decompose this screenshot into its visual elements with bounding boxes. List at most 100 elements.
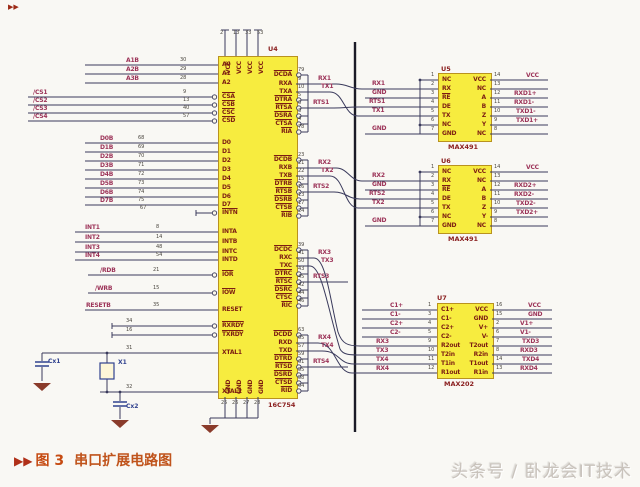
u4-left-nets-rdb: /RDB xyxy=(100,267,116,274)
parts-max491: MAX491 xyxy=(448,143,479,151)
u7-left-nets-c1: C1- xyxy=(390,311,401,318)
u4-left-nets-cs1: /CS1 xyxy=(33,89,48,96)
u4-left-nets-d5b: D5B xyxy=(100,180,114,187)
u4-pins-left-d0: D0 xyxy=(222,139,231,146)
parts-max202: MAX202 xyxy=(444,380,475,388)
u7-pins-right-gnd: GND xyxy=(473,315,489,322)
u4-right-nums-44: 44 xyxy=(298,290,305,296)
u4-power-gnd: GND xyxy=(247,379,254,394)
u6-right-nums-8: 8 xyxy=(494,218,498,224)
u4-pins-right-txd: TXD xyxy=(278,347,292,354)
u4-right-nums-10: 10 xyxy=(298,84,305,90)
u4-power-vcc: VCC xyxy=(225,61,232,74)
u5-left-nums-5: 5 xyxy=(431,108,435,114)
u4-right-sig-tx1: TX1 xyxy=(321,83,334,90)
u4-pins-left-d2: D2 xyxy=(222,157,231,164)
u4-pins-left-d6: D6 xyxy=(222,193,231,200)
u5-pins-left-nc: NC xyxy=(442,76,452,83)
u5-left-nums-1: 1 xyxy=(431,72,435,78)
u4-pins-right-dsrb: DSRB xyxy=(274,196,292,203)
u4-left-nums-40: 40 xyxy=(183,105,190,111)
ic-body-u5 xyxy=(438,73,492,142)
u7-right-nums-15: 15 xyxy=(496,311,503,317)
u4-right-nums-24: 24 xyxy=(298,208,305,214)
u4-left-nets-d6b: D6B xyxy=(100,189,114,196)
u7-pins-left-c2: C2- xyxy=(441,333,452,340)
u4-left-nums-15: 15 xyxy=(153,285,160,291)
u4-right-nums-3: 3 xyxy=(298,108,302,114)
u4-pins-right-rtsd: RTSD xyxy=(275,363,292,370)
u4-pins-right-dtra: DTRA xyxy=(274,96,292,103)
u4-left-nums-30: 30 xyxy=(180,57,187,63)
u4-left-nets-d3b: D3B xyxy=(100,162,114,169)
u4-left-nets-int2: INT2 xyxy=(85,234,100,241)
u4-right-sig-rts4: RTS4 xyxy=(313,358,330,365)
u5-left-nets-rx1: RX1 xyxy=(372,80,385,87)
u5-right-nums-9: 9 xyxy=(494,117,498,123)
u4-pins-right-rtsc: RTSC xyxy=(275,278,293,285)
u4-pins-left-reset: RESET xyxy=(222,306,243,313)
u6-pins-right-a: A xyxy=(481,186,487,193)
u7-left-nets-c2: C2- xyxy=(390,329,401,336)
u4-power-vcc: VCC xyxy=(247,61,254,74)
u4-right-nums-16: 16 xyxy=(298,184,305,190)
u5-pins-right-vcc: VCC xyxy=(473,76,486,83)
u4-pins-left-d7: D7 xyxy=(222,201,231,208)
u4-right-sig-tx3: TX3 xyxy=(321,257,334,264)
u4-pins-left-a2: A2 xyxy=(222,79,231,86)
components-x1: X1 xyxy=(118,359,127,366)
u4-left-nums-32: 32 xyxy=(126,384,133,390)
u4-pins-right-rxb: RXB xyxy=(278,164,292,171)
u4-pins-left-ior: IOR xyxy=(222,271,234,278)
u4-right-nums-9: 9 xyxy=(298,76,302,82)
u5-left-nums-3: 3 xyxy=(431,90,435,96)
u4-pins-left-txrdy: TXRDY xyxy=(222,331,244,338)
u6-right-nums-11: 11 xyxy=(494,191,501,197)
u4-right-sig-tx2: TX2 xyxy=(321,167,334,174)
u6-right-nums-14: 14 xyxy=(494,164,501,170)
u4-right-sig-rx3: RX3 xyxy=(318,249,331,256)
u7-left-nets-rx4: RX4 xyxy=(376,365,389,372)
parts-max491: MAX491 xyxy=(448,235,479,243)
u4-pins-right-txc: TXC xyxy=(279,262,293,269)
u7-pins-right-v: V- xyxy=(481,333,489,340)
u4-pins-left-iow: IOW xyxy=(222,289,236,296)
u4-left-nums-74: 74 xyxy=(138,189,145,195)
components-cx2: Cx2 xyxy=(126,403,139,410)
u6-wires xyxy=(365,171,548,227)
u6-pins-right-nc: NC xyxy=(476,177,486,184)
u6-pins-right-z: Z xyxy=(481,204,486,211)
u6-left-nums-4: 4 xyxy=(431,191,435,197)
u5-pins-left-rx: RX xyxy=(442,85,451,92)
u4-right-sig-rx1: RX1 xyxy=(318,75,331,82)
u5-left-nets-gnd: GND xyxy=(372,89,387,96)
u5-right-nets-rxd1: RXD1- xyxy=(514,99,534,106)
u4-left-nums-28: 28 xyxy=(180,75,187,81)
u7-pins-left-r2out: R2out xyxy=(441,342,461,349)
u4-left-nets-d1b: D1B xyxy=(100,144,114,151)
u6-right-nets-rxd2: RXD2- xyxy=(514,191,534,198)
u7-right-nets-txd4: TXD4 xyxy=(522,356,540,363)
u7-right-nets-gnd: GND xyxy=(528,311,543,318)
u4-pins-right-ric: RIC xyxy=(281,302,292,309)
u4-right-sig-rts2: RTS2 xyxy=(313,183,330,190)
u5-left-nums-6: 6 xyxy=(431,117,435,123)
u4-left-nums-75: 75 xyxy=(138,197,145,203)
u6-left-nets-rts2: RTS2 xyxy=(369,190,386,197)
u7-pins-left-c2: C2+ xyxy=(441,324,455,331)
u4-left-nets-d0b: D0B xyxy=(100,135,114,142)
u4-left-nets-wrb: /WRB xyxy=(95,285,113,292)
u4-left-nums-54: 54 xyxy=(156,252,163,258)
u4-pins-right-dtrc: DTRC xyxy=(274,270,293,277)
u4-left-nums-67: 67 xyxy=(140,205,147,211)
u7-pins-right-t1out: T1out xyxy=(469,360,488,367)
u5-left-nets-rts1: RTS1 xyxy=(369,98,386,105)
u6-left-nums-6: 6 xyxy=(431,209,435,215)
u5-right-nets-vcc: VCC xyxy=(526,72,539,79)
u4-left-nets-cs3: /CS3 xyxy=(33,105,48,112)
u7-right-nets-txd3: TXD3 xyxy=(522,338,540,345)
u4-right-nums-43: 43 xyxy=(298,266,305,272)
u6-left-nets-gnd: GND xyxy=(372,181,387,188)
u4-power-nums-26: 26 xyxy=(232,400,239,406)
